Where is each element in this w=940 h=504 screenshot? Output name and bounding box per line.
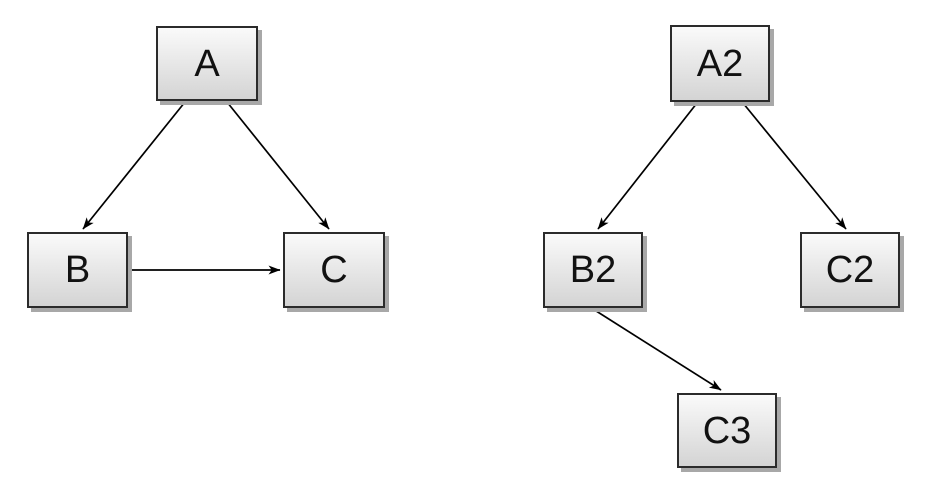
node-label-C3: C3	[702, 409, 752, 452]
edge-A2-to-C2	[742, 102, 847, 230]
node-label-A: A	[194, 42, 220, 85]
node-B2: B2	[543, 232, 643, 308]
node-C2: C2	[800, 232, 900, 308]
node-C: C	[283, 232, 385, 308]
node-label-C: C	[320, 249, 348, 291]
node-B: B	[27, 232, 128, 308]
edge-B2-to-C3	[592, 308, 722, 391]
edge-A-to-C	[226, 101, 330, 230]
node-A2: A2	[670, 25, 770, 102]
edge-A2-to-B2	[597, 102, 698, 230]
node-label-A2: A2	[696, 42, 744, 85]
node-A: A	[156, 26, 258, 101]
node-label-C2: C2	[825, 249, 875, 291]
edge-A-to-B	[82, 101, 186, 230]
node-label-B: B	[64, 249, 91, 291]
node-C3: C3	[677, 393, 777, 468]
node-label-B2: B2	[569, 249, 617, 291]
